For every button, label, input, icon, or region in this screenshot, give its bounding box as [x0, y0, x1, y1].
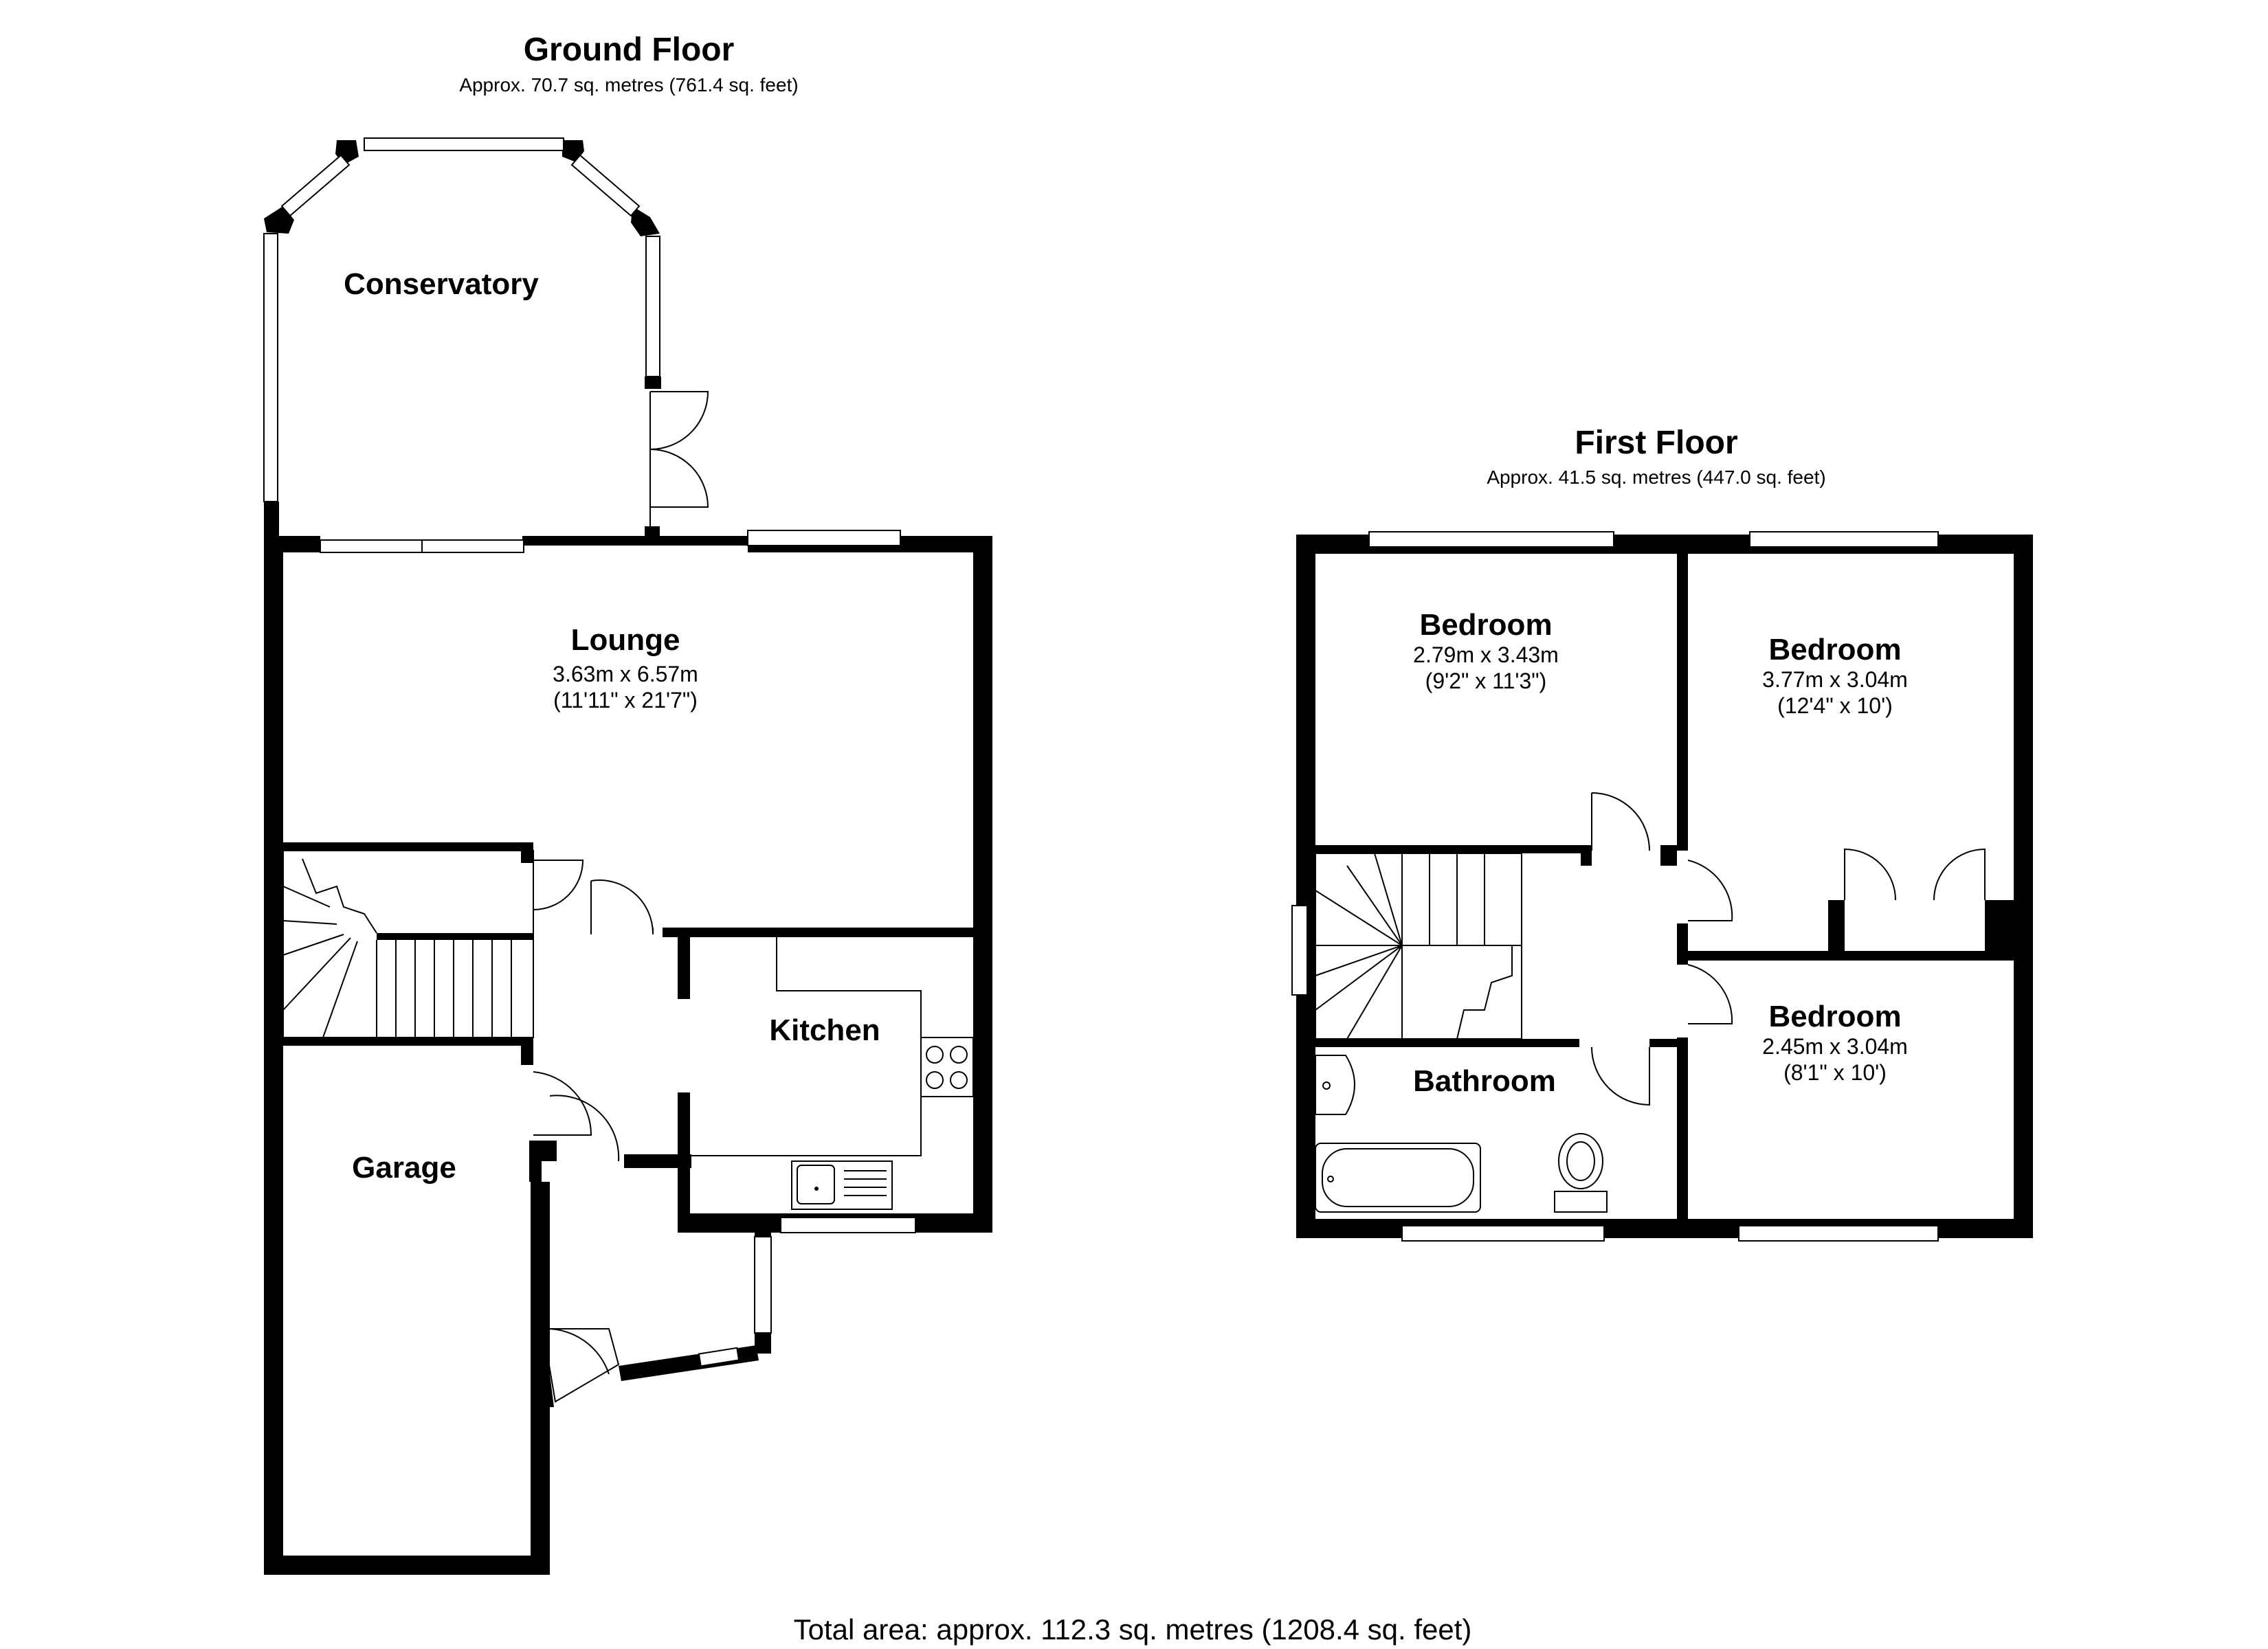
bedroom-2-dim-imperial: (12'4" x 10'): [1777, 693, 1893, 718]
bedroom-2-window: [1749, 531, 1939, 548]
porch-side-window: [754, 1236, 772, 1334]
toilet-icon: [1558, 1133, 1603, 1189]
kitchen-label: Kitchen: [769, 1013, 880, 1047]
lounge-dim-metric: 3.63m x 6.57m: [553, 662, 698, 686]
first-floor-stairs: [1315, 853, 1522, 1040]
conservatory-frame: [263, 137, 709, 536]
conservatory-right-diagonal-window: [570, 154, 641, 217]
conservatory-left-window: [263, 233, 278, 502]
bedroom-2-dim-metric: 3.77m x 3.04m: [1762, 667, 1908, 692]
kitchen-worktop: [690, 937, 974, 1210]
lounge-dim-imperial: (11'11" x 21'7"): [553, 688, 698, 713]
lounge-rear-window: [747, 530, 901, 546]
ground-floor-plan: [263, 137, 992, 1575]
first-floor-area: Approx. 41.5 sq. metres (447.0 sq. feet): [1487, 467, 1825, 488]
conservatory-top-window: [364, 137, 564, 151]
sink-icon: [791, 1160, 893, 1210]
bedroom-1-dim-imperial: (9'2" x 11'3"): [1425, 669, 1547, 693]
bathroom-window: [1401, 1225, 1605, 1242]
conservatory-left-diagonal-window: [280, 154, 351, 217]
bedroom-3-window: [1738, 1225, 1939, 1242]
bedroom-1-window: [1368, 531, 1614, 548]
bedroom-3-dim-imperial: (8'1" x 10'): [1783, 1060, 1887, 1085]
bedroom-1-dim-metric: 2.79m x 3.43m: [1413, 642, 1559, 667]
hall-door: [549, 1095, 620, 1162]
bedroom-3-door: [1687, 964, 1733, 1024]
bedroom-3-label: Bedroom: [1768, 1000, 1901, 1033]
garage-door: [533, 1071, 592, 1136]
bedroom-2-label: Bedroom: [1768, 633, 1901, 666]
bathroom-door: [1591, 1046, 1650, 1106]
first-floor-plan: [1291, 531, 2033, 1242]
ground-floor-area: Approx. 70.7 sq. metres (761.4 sq. feet): [459, 74, 798, 96]
front-door: [542, 1328, 620, 1403]
porch-front-window: [698, 1347, 740, 1367]
ground-floor-title: Ground Floor: [524, 32, 735, 68]
bedroom-1-door: [1591, 792, 1650, 851]
total-area: Total area: approx. 112.3 sq. metres (12…: [794, 1613, 1472, 1646]
ground-floor-stairs: [282, 850, 534, 1038]
conservatory-french-door: [649, 391, 709, 508]
conservatory-label: Conservatory: [344, 267, 539, 301]
lounge-door: [590, 879, 654, 935]
bathroom-label: Bathroom: [1413, 1064, 1556, 1098]
landing-window: [1291, 905, 1308, 996]
wardrobe-door: [1844, 848, 1986, 901]
kitchen-window: [780, 1217, 916, 1233]
entrance-porch: [531, 1233, 772, 1407]
bathroom-fittings: [1315, 1055, 1608, 1213]
hob-icon: [920, 1037, 974, 1097]
first-floor-title: First Floor: [1575, 425, 1737, 461]
bedroom-3-dim-metric: 2.45m x 3.04m: [1762, 1034, 1908, 1059]
conservatory-right-window: [645, 236, 660, 377]
bedroom-1-label: Bedroom: [1419, 608, 1552, 642]
lounge-label: Lounge: [571, 623, 680, 657]
lounge-hall-door: [533, 860, 584, 911]
garage-label: Garage: [352, 1151, 456, 1185]
bedroom-2-door: [1687, 860, 1733, 921]
bath-icon: [1315, 1143, 1481, 1213]
basin-icon: [1315, 1055, 1355, 1115]
